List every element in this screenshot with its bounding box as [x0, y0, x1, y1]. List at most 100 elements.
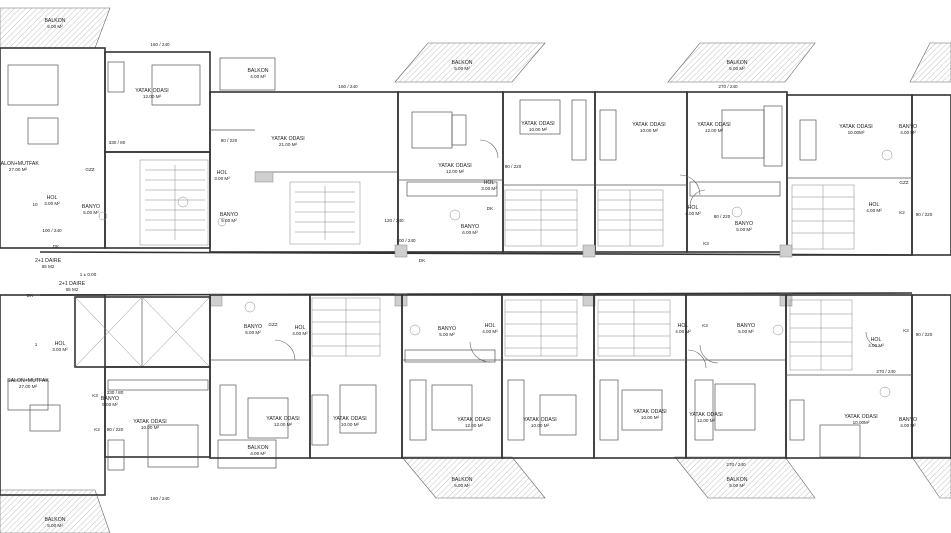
dim-tag: 330 / 80 — [109, 140, 126, 145]
balcony-area: 5.00 M² — [729, 483, 745, 488]
bedroom-label: YATAK ODASI — [844, 414, 877, 420]
bedroom-label: YATAK ODASI — [333, 416, 366, 422]
hall-label: HOL — [869, 202, 880, 208]
hall-area: 3.00 M² — [214, 176, 230, 181]
bedroom-area: 12.00 M² — [143, 94, 162, 99]
balcony-area: 5.00 M² — [454, 483, 470, 488]
salon-area: 27.00 M² — [9, 167, 28, 172]
salon-label: SALON+MUTFAK — [7, 378, 49, 384]
hall-area: 4.00 M² — [482, 329, 498, 334]
door-tag: K3 — [92, 393, 98, 398]
dim-tag: 270 / 240 — [876, 369, 896, 374]
hall-label: HOL — [295, 325, 306, 331]
dim-tag: 100 / 240 — [42, 228, 62, 233]
bath-area: 5.00 M² — [221, 218, 237, 223]
hall-area: 3.00 M² — [481, 186, 497, 191]
door-tag: K2 — [903, 328, 909, 333]
balconies-top — [0, 7, 951, 91]
dim-tag: 90 / 220 — [916, 332, 933, 337]
hall-label: HOL — [55, 341, 66, 347]
door-tag: DK — [27, 293, 34, 298]
bath-area: 5.00 M² — [245, 330, 261, 335]
dim-tag: 90 / 220 — [107, 427, 124, 432]
balcony-area: 5.00 M² — [729, 66, 745, 71]
bedroom-area: 12.00 M² — [274, 422, 293, 427]
hall-area: 4.00 M² — [675, 329, 691, 334]
bath-label: BANYO — [899, 417, 917, 423]
balcony-area: 5.00 M² — [47, 523, 63, 528]
dimension-tags: 330 / 80 GZZ 100 / 240 DK 10 90 / 220 12… — [27, 42, 933, 501]
door-tag: K2 — [94, 427, 100, 432]
balcony-area: 4.00 M² — [250, 74, 266, 79]
dim-tag: 160 / 240 — [150, 42, 170, 47]
bedroom-area: 10.00 M² — [141, 425, 160, 430]
bath-label: BANYO — [461, 224, 479, 230]
bedroom-area: 10.00 M² — [341, 422, 360, 427]
bedroom-area: 10.00M² — [848, 130, 865, 135]
bedroom-area: 10.00 M² — [531, 423, 550, 428]
hall-area: 3.00 M² — [44, 201, 60, 206]
balcony-label: BALKON — [451, 477, 472, 483]
door-tag: K3 — [703, 241, 709, 246]
dim-tag: 120 / 240 — [384, 218, 404, 223]
bedroom-label: YATAK ODASI — [697, 122, 730, 128]
unit-number: 1 — [35, 342, 38, 347]
balcony-area: 5.00 M² — [454, 66, 470, 71]
axis-marker: 1 ± 0.00 — [80, 272, 97, 277]
unit-label: 2+1 DAIRE — [59, 281, 86, 287]
bath-label: BANYO — [438, 326, 456, 332]
hall-area: 3.00 M² — [52, 347, 68, 352]
hall-area: 4.00 M² — [685, 211, 701, 216]
hall-label: HOL — [678, 323, 689, 329]
dim-tag: 160 / 240 — [150, 496, 170, 501]
bedroom-label: YATAK ODASI — [135, 88, 168, 94]
hall-area: 4.00 M² — [292, 331, 308, 336]
salon-area: 27.00 M² — [19, 384, 38, 389]
dim-tag: 270 / 240 — [718, 84, 738, 89]
bath-area: 6.00 M² — [102, 402, 118, 407]
bedroom-label: YATAK ODASI — [523, 417, 556, 423]
hall-label: HOL — [47, 195, 58, 201]
bath-label: BANYO — [220, 212, 238, 218]
bedroom-area: 10.00M² — [853, 420, 870, 425]
dim-tag: 90 / 220 — [221, 138, 238, 143]
bath-area: 4.00 M² — [900, 423, 916, 428]
balcony-label: BALKON — [247, 445, 268, 451]
bath-label: BANYO — [899, 124, 917, 130]
bedroom-area: 10.00 M² — [641, 415, 660, 420]
dim-tag: 160 / 240 — [338, 84, 358, 89]
bedroom-label: YATAK ODASI — [271, 136, 304, 142]
dim-tag: 100 / 240 — [396, 238, 416, 243]
bath-area: 5.00 M² — [83, 210, 99, 215]
dim-tag: 90 / 220 — [916, 212, 933, 217]
bath-area: 5.00 M² — [736, 227, 752, 232]
balcony-label: BALKON — [247, 68, 268, 74]
bedroom-label: YATAK ODASI — [633, 409, 666, 415]
hall-area: 4.00 M² — [866, 208, 882, 213]
dim-tag: 90 / 220 — [505, 164, 522, 169]
bedroom-area: 10.00 M² — [640, 128, 659, 133]
salon-label: SALON+MUTFAK — [0, 161, 39, 167]
balcony-label: BALKON — [726, 60, 747, 66]
hall-label: HOL — [485, 323, 496, 329]
dim-tag: GZZ — [268, 322, 277, 327]
bath-area: 4.00 M² — [900, 130, 916, 135]
balconies-bottom — [0, 439, 951, 533]
bedroom-area: 12.00 M² — [697, 418, 716, 423]
upper-block — [0, 47, 951, 256]
room-labels: BALKON 5.00 M² BALKON 4.00 M² BALKON 5.0… — [0, 18, 917, 528]
bath-label: BANYO — [82, 204, 100, 210]
bedroom-label: YATAK ODASI — [689, 412, 722, 418]
dim-tag: GZZ — [85, 167, 94, 172]
door-tag: DK — [487, 206, 494, 211]
bedroom-area: 12.00 M² — [465, 423, 484, 428]
bedroom-label: YATAK ODASI — [521, 121, 554, 127]
door-tag: K3 — [702, 323, 708, 328]
door-tag: K2 — [899, 210, 905, 215]
balcony-area: 4.00 M² — [250, 451, 266, 456]
balcony-label: BALKON — [726, 477, 747, 483]
hall-label: HOL — [217, 170, 228, 176]
dim-tag: GZZ — [899, 180, 908, 185]
door-tag: DK — [53, 244, 60, 249]
bedroom-area: 12.00 M² — [446, 169, 465, 174]
